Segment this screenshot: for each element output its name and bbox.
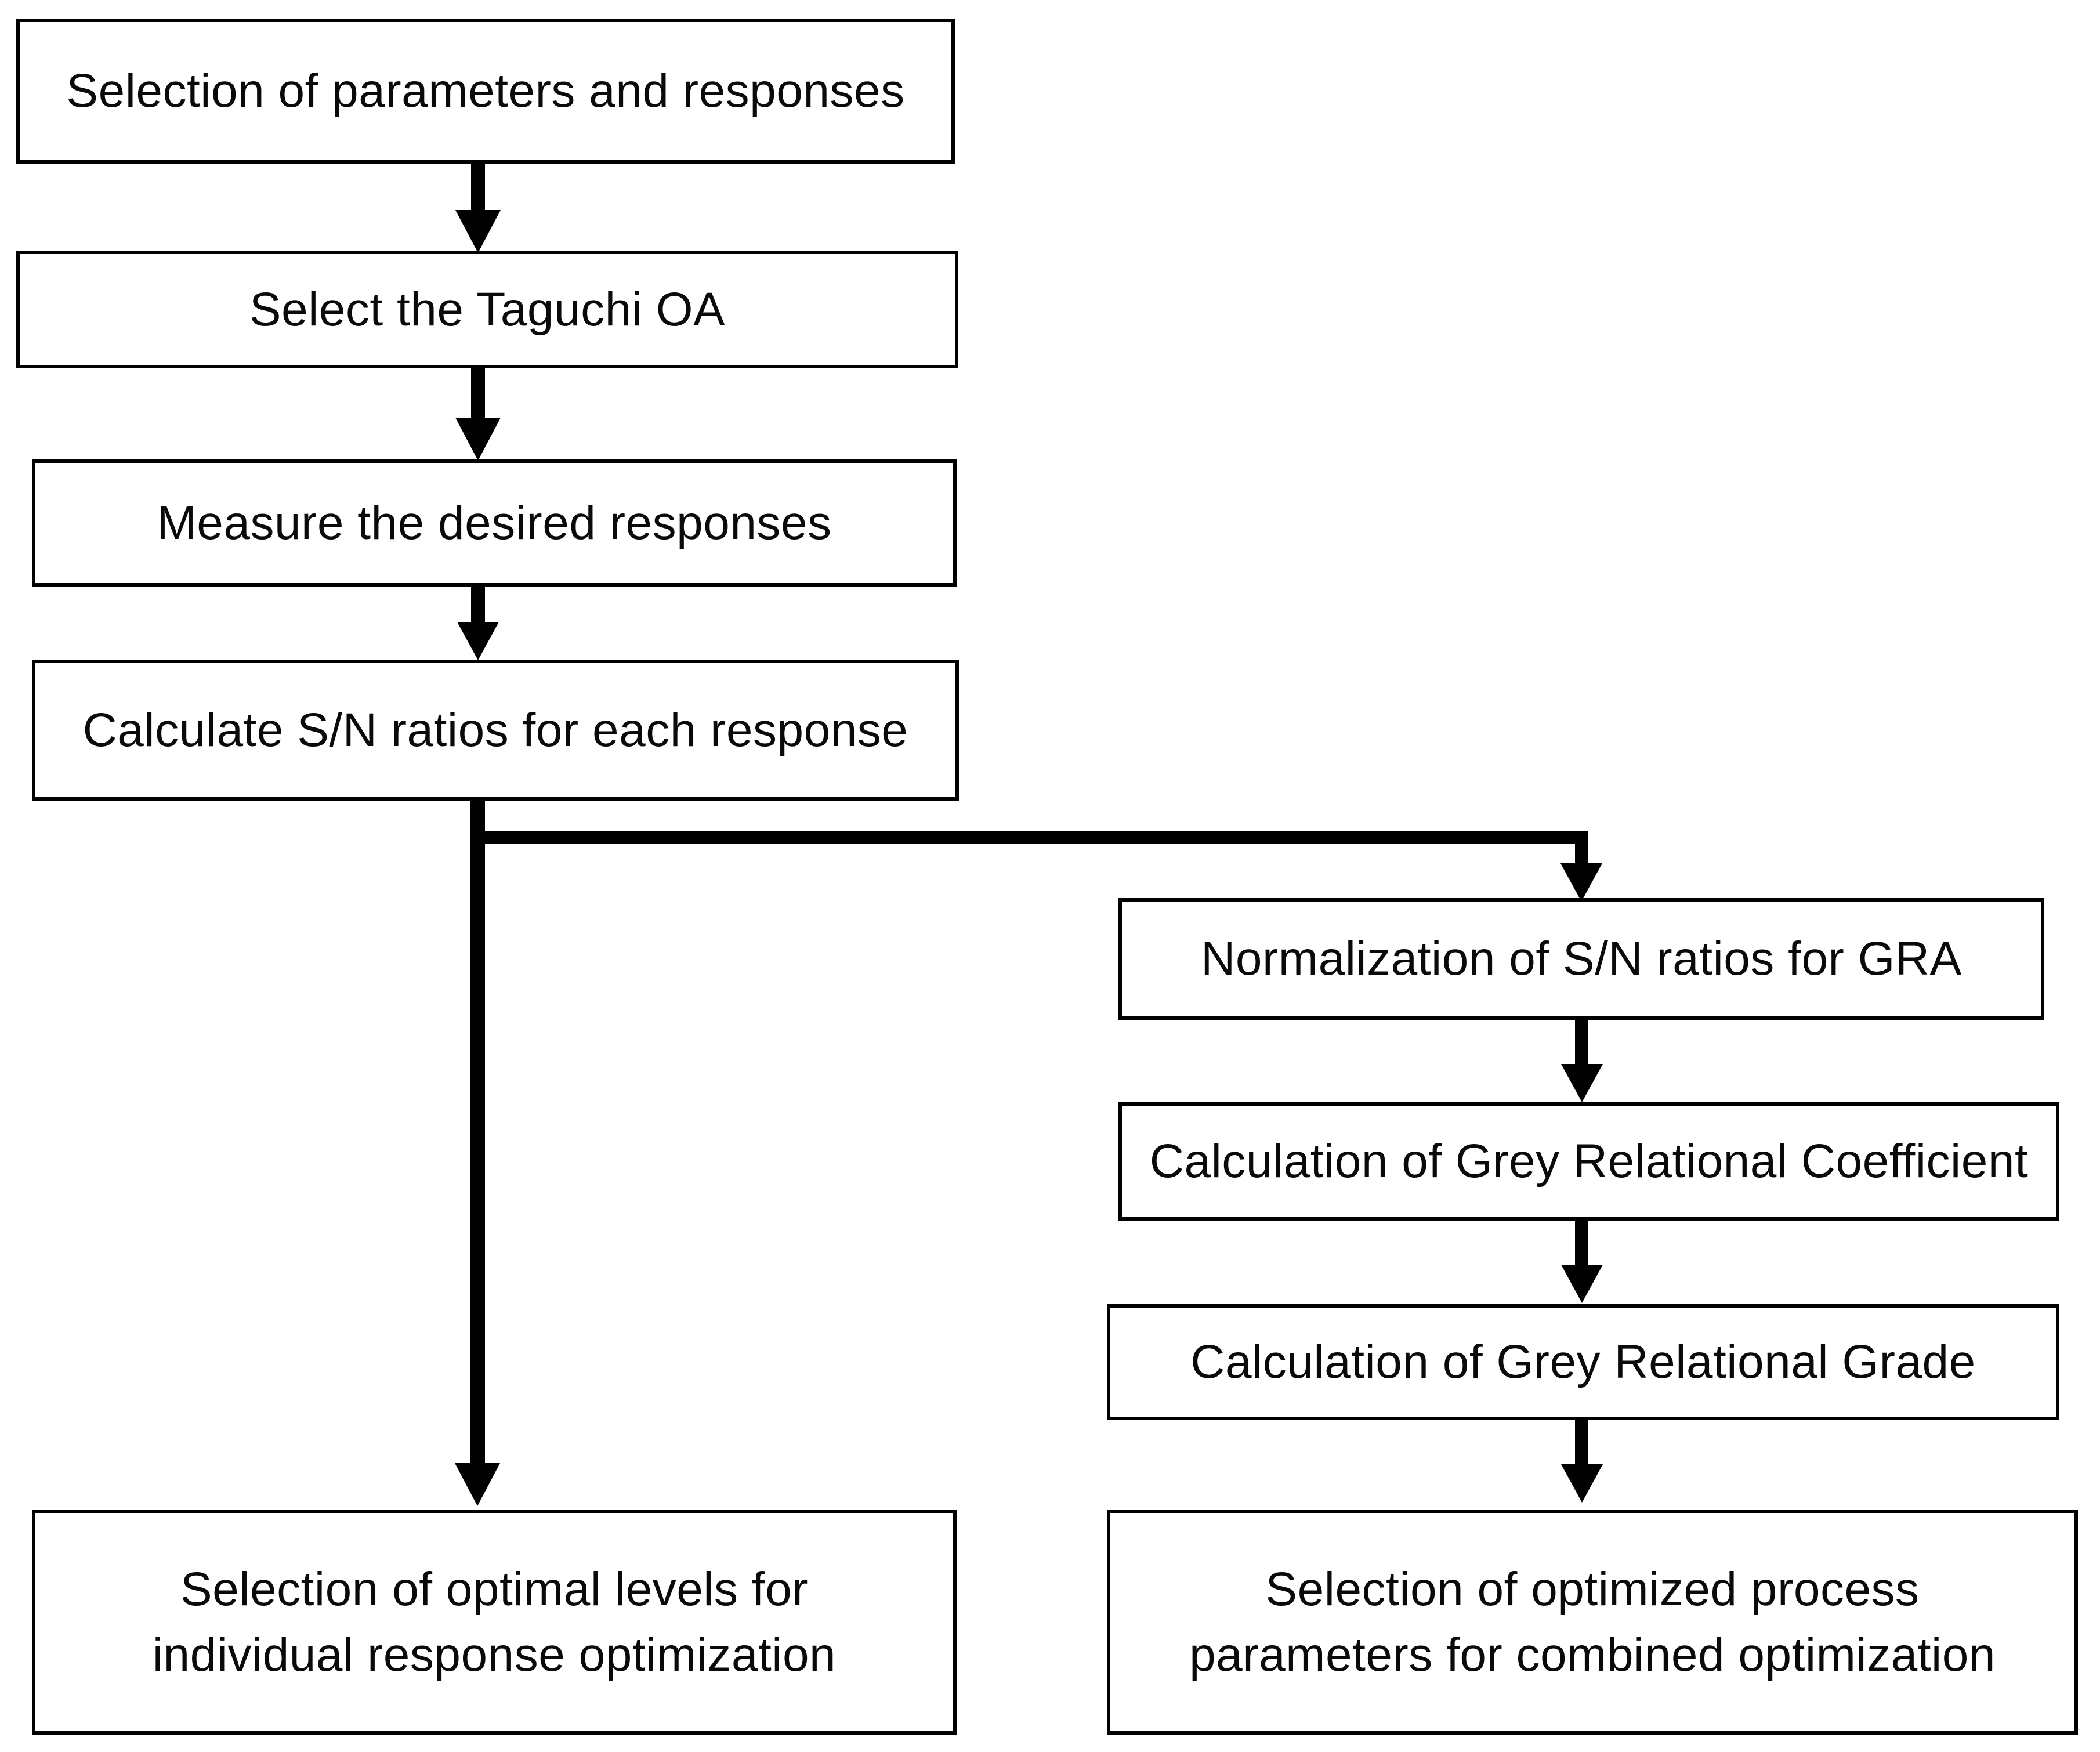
connector-shaft-n4-n5 <box>470 799 485 1465</box>
arrow-head-r2-r3 <box>1561 1265 1603 1303</box>
connector-shaft-branch-vertical <box>1575 831 1588 867</box>
flow-node-label: Select the Taguchi OA <box>249 283 726 336</box>
connector-shaft-r2-r3 <box>1575 1220 1588 1269</box>
flow-node-measure-responses[interactable]: Measure the desired responses <box>32 459 957 587</box>
flow-node-calculate-sn-ratios[interactable]: Calculate S/N ratios for each response <box>32 660 959 801</box>
flow-node-label: Calculation of Grey Relational Grade <box>1190 1335 1976 1389</box>
flow-node-grey-relational-coefficient[interactable]: Calculation of Grey Relational Coefficie… <box>1118 1102 2059 1221</box>
arrow-head-n2-n3 <box>455 418 501 461</box>
arrow-head-n1-n2 <box>455 210 501 253</box>
arrow-head-n3-n4 <box>457 622 499 660</box>
flow-node-optimal-levels-individual[interactable]: Selection of optimal levels for individu… <box>32 1510 957 1735</box>
flow-node-label: Calculate S/N ratios for each response <box>82 703 908 756</box>
flow-node-optimized-process-parameters[interactable]: Selection of optimized process parameter… <box>1107 1510 2078 1735</box>
flow-node-label: Selection of parameters and responses <box>66 64 905 118</box>
flow-node-label: Calculation of Grey Relational Coefficie… <box>1149 1135 2029 1188</box>
flow-node-normalization-sn-ratios[interactable]: Normalization of S/N ratios for GRA <box>1118 898 2044 1020</box>
arrow-head-branch-to-normalization <box>1560 863 1602 902</box>
connector-shaft-n1-n2 <box>471 164 485 213</box>
connector-shaft-n2-n3 <box>471 368 485 421</box>
flow-node-select-taguchi-oa[interactable]: Select the Taguchi OA <box>16 251 958 368</box>
connector-shaft-r1-r2 <box>1575 1019 1588 1068</box>
flow-node-selection-of-parameters[interactable]: Selection of parameters and responses <box>16 19 955 164</box>
flow-node-label: Normalization of S/N ratios for GRA <box>1201 932 1962 986</box>
flow-node-label: Selection of optimized process parameter… <box>1189 1562 1996 1681</box>
flow-node-label: Selection of optimal levels for individu… <box>152 1562 837 1681</box>
flow-node-label: Measure the desired responses <box>157 496 832 549</box>
connector-shaft-r3-r4 <box>1575 1420 1588 1468</box>
connector-shaft-n3-n4 <box>471 586 485 624</box>
connector-shaft-branch-horizontal <box>470 831 1588 844</box>
arrow-head-r3-r4 <box>1561 1464 1603 1503</box>
arrow-head-r1-r2 <box>1561 1064 1603 1102</box>
arrow-head-n4-n5 <box>455 1463 500 1506</box>
flow-node-grey-relational-grade[interactable]: Calculation of Grey Relational Grade <box>1107 1304 2059 1420</box>
